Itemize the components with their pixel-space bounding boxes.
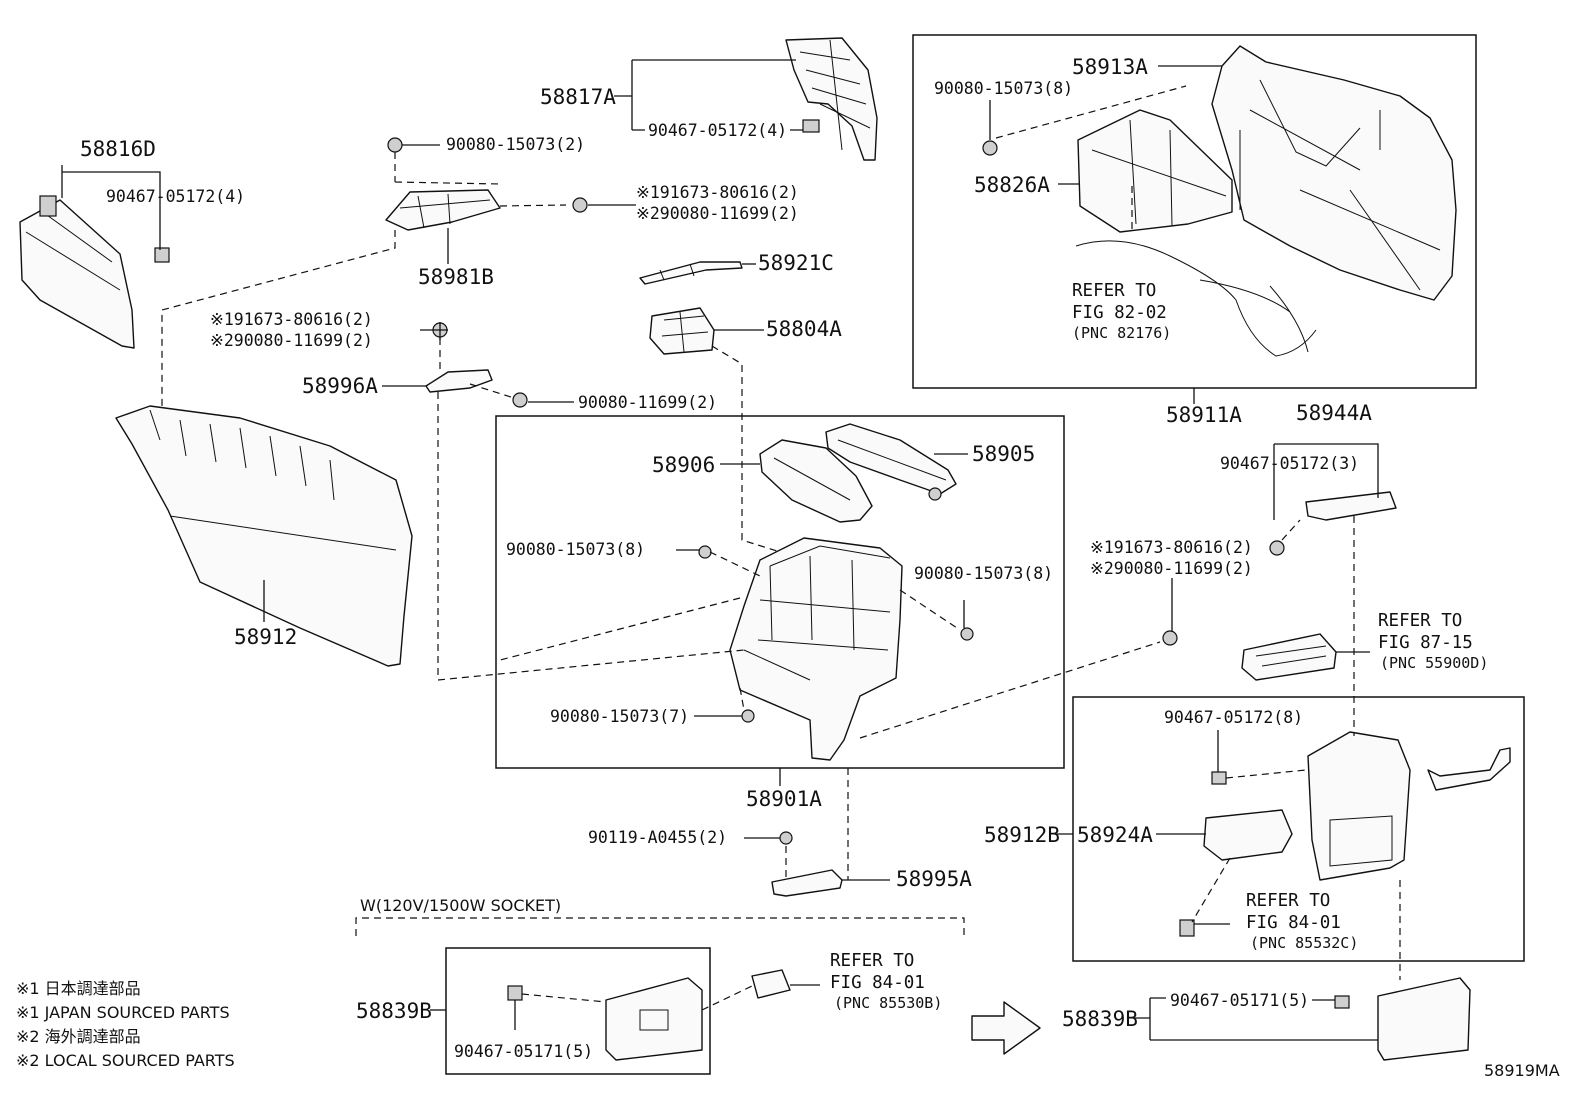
reference-82-02-line2: FIG 82-02 — [1072, 303, 1167, 323]
reference-87-15-line2: FIG 87-15 — [1378, 633, 1473, 653]
variant-arrow-icon — [971, 1001, 1041, 1055]
part-58913A-drawing — [1211, 45, 1457, 301]
fastener-label: 90467-05172(4) — [648, 121, 787, 140]
label-58912: 58912 — [234, 625, 297, 649]
note-line: ※2 LOCAL SOURCED PARTS — [16, 1051, 235, 1070]
label-58996A: 58996A — [302, 374, 378, 398]
label-58912B: 58912B — [984, 823, 1060, 847]
part-58901A-drawing — [698, 537, 974, 761]
fastener-label: 90080-15073(8) — [914, 564, 1053, 583]
label-58839B-right: 58839B — [1062, 1007, 1138, 1031]
note-line: ※1 日本調達部品 — [16, 979, 141, 998]
socket-group-box — [445, 947, 711, 1075]
part-58816D-drawing — [19, 195, 170, 349]
reference-84-01-b-line2: FIG 84-01 — [830, 973, 925, 993]
part-58912-drawing — [115, 405, 413, 667]
label-58924A: 58924A — [1077, 823, 1153, 847]
wire-harness-drawing — [1075, 240, 1317, 357]
socket-variant-label: W(120V/1500W SOCKET) — [360, 896, 561, 915]
fastener-label: 90080-15073(2) — [446, 135, 585, 154]
part-58996A-drawing — [425, 322, 528, 408]
part-58944A-drawing — [1162, 491, 1397, 646]
reference-84-01-c-line3: (PNC 85532C) — [1250, 934, 1358, 952]
part-58924A-drawing — [1179, 771, 1293, 937]
fastener-label: 90467-05171(5) — [454, 1042, 593, 1061]
label-58901A: 58901A — [746, 787, 822, 811]
fastener-label: ※191673-80616(2) — [1090, 538, 1253, 557]
part-58995A-drawing — [771, 831, 843, 897]
label-58913A: 58913A — [1072, 55, 1148, 79]
leader-lines — [61, 59, 1379, 1041]
part-58905-drawing — [825, 423, 957, 501]
switch-panel-drawing — [1241, 633, 1337, 681]
label-58911A: 58911A — [1166, 403, 1242, 427]
reference-84-01-b-line3: (PNC 85530B) — [834, 994, 942, 1012]
fastener-label: 90467-05172(8) — [1164, 708, 1303, 727]
note-line: ※1 JAPAN SOURCED PARTS — [16, 1003, 230, 1022]
fastener-label: 90080-11699(2) — [578, 393, 717, 412]
part-58826A-drawing — [982, 109, 1233, 233]
reference-84-01-c-line2: FIG 84-01 — [1246, 913, 1341, 933]
part-58817A-drawing — [785, 37, 878, 161]
label-58944A: 58944A — [1296, 401, 1372, 425]
fastener-label: 90467-05171(5) — [1170, 991, 1309, 1010]
fastener-label: 90467-05172(3) — [1220, 454, 1359, 473]
reference-84-01-b-line1: REFER TO — [830, 951, 914, 971]
part-58839B-left-drawing — [507, 969, 791, 1061]
label-58826A: 58826A — [974, 173, 1050, 197]
socket-variant-bracket — [355, 917, 965, 936]
fastener-label: 90080-15073(8) — [934, 79, 1073, 98]
fastener-label: 90467-05172(4) — [106, 187, 245, 206]
label-58816D: 58816D — [80, 137, 156, 161]
part-58906-drawing — [759, 439, 873, 523]
label-58804A: 58804A — [766, 317, 842, 341]
label-58817A: 58817A — [540, 85, 616, 109]
label-58839B-left: 58839B — [356, 999, 432, 1023]
reference-87-15-line3: (PNC 55900D) — [1380, 654, 1488, 672]
fastener-label: ※290080-11699(2) — [636, 204, 799, 223]
figure-id: 58919MA — [1484, 1061, 1560, 1080]
label-58906: 58906 — [652, 453, 715, 477]
part-rear-panel-drawing — [1307, 731, 1511, 881]
fastener-label: 90119-A0455(2) — [588, 828, 727, 847]
fastener-label: ※290080-11699(2) — [1090, 559, 1253, 578]
reference-84-01-c-line1: REFER TO — [1246, 891, 1330, 911]
fastener-label: ※191673-80616(2) — [210, 310, 373, 329]
label-58921C: 58921C — [758, 251, 834, 275]
fastener-label: 90080-15073(7) — [550, 707, 689, 726]
dashed-lines — [161, 85, 1401, 1011]
part-58839B-right-drawing — [1334, 977, 1471, 1061]
fastener-label: 90080-15073(8) — [506, 540, 645, 559]
reference-82-02-line1: REFER TO — [1072, 281, 1156, 301]
label-58905: 58905 — [972, 442, 1035, 466]
label-58995A: 58995A — [896, 867, 972, 891]
reference-82-02-line3: (PNC 82176) — [1072, 324, 1171, 342]
reference-87-15-line1: REFER TO — [1378, 611, 1462, 631]
part-58921C-drawing — [639, 261, 743, 285]
note-line: ※2 海外調達部品 — [16, 1027, 141, 1046]
rear-panel-group-box — [1072, 696, 1525, 962]
fastener-label: ※191673-80616(2) — [636, 183, 799, 202]
label-58981B: 58981B — [418, 265, 494, 289]
fastener-label: ※290080-11699(2) — [210, 331, 373, 350]
part-58804A-drawing — [649, 307, 715, 355]
